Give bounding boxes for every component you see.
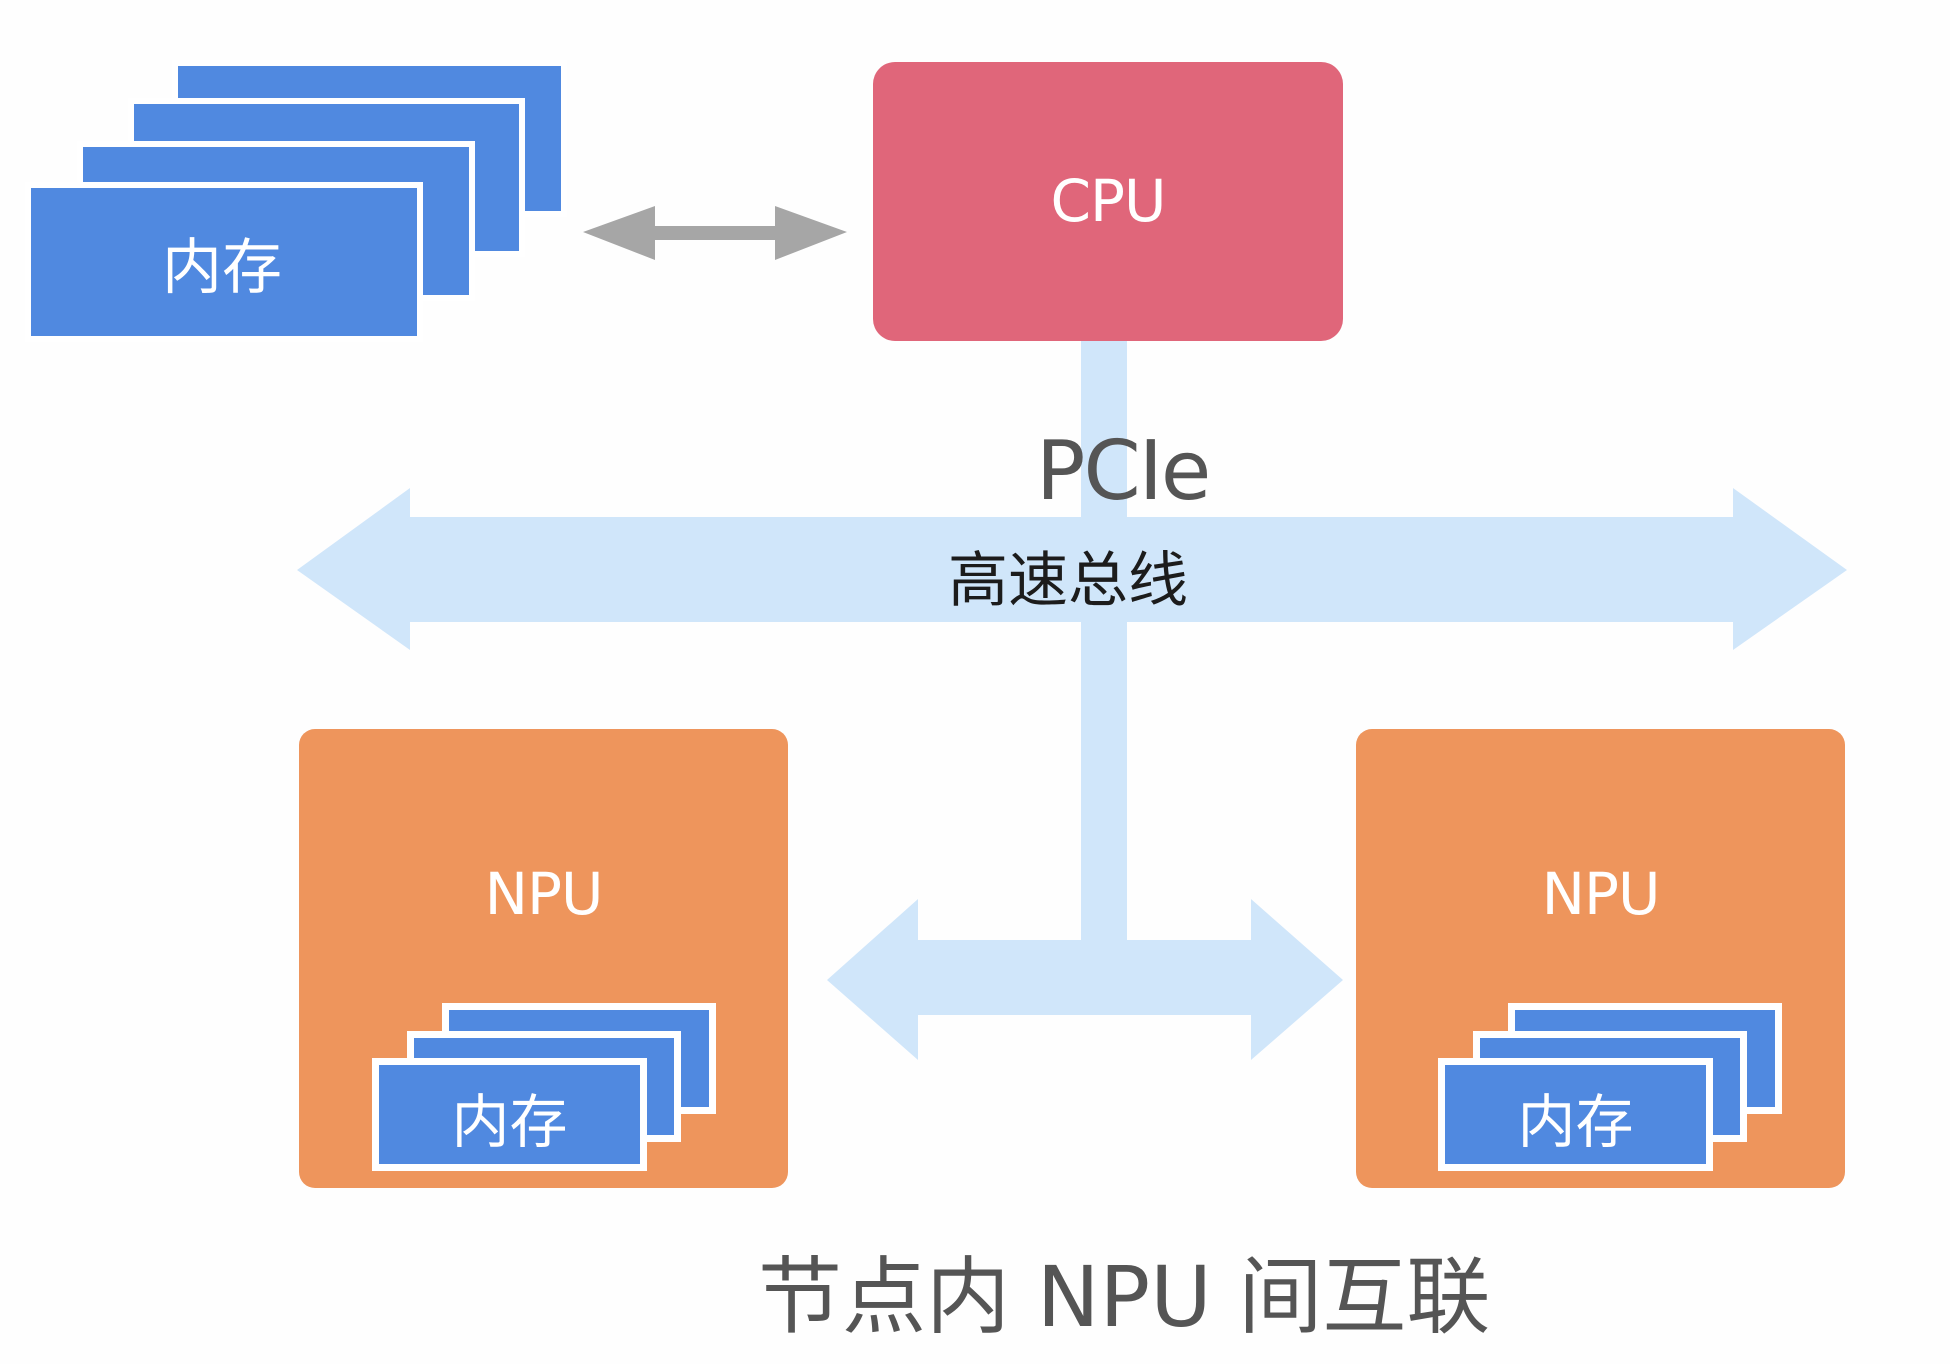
host-memory-card-1: 内存 xyxy=(25,182,423,342)
npu-right-memory-label: 内存 xyxy=(1517,1087,1634,1156)
host-memory-label: 内存 xyxy=(162,232,282,303)
bus-description-label: 高速总线 xyxy=(948,546,1188,616)
npu-left-memory-card-1: 内存 xyxy=(372,1058,647,1171)
cpu-bus-stem xyxy=(1081,341,1127,941)
memory-cpu-arrow xyxy=(583,206,847,260)
pcie-bus-arrow xyxy=(297,488,1847,650)
npu-interconnect-arrow xyxy=(827,899,1343,1060)
pcie-label: PCIe xyxy=(1036,424,1211,519)
npu-label-right: NPU xyxy=(1541,860,1661,928)
npu-left-memory-label: 内存 xyxy=(451,1087,568,1156)
npu-right-memory-card-1: 内存 xyxy=(1438,1058,1713,1171)
cpu-label: CPU xyxy=(1050,166,1167,235)
diagram-caption: 节点内 NPU 间互联 xyxy=(758,1248,1491,1346)
cpu-box: CPU xyxy=(873,62,1343,341)
npu-label-left: NPU xyxy=(484,860,604,928)
